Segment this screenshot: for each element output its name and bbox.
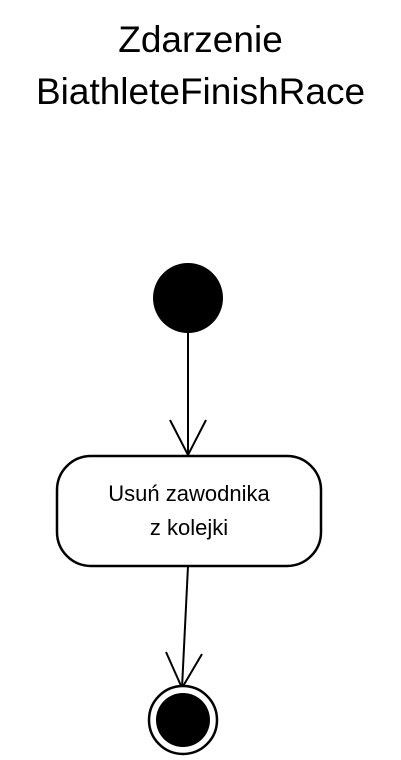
title-line-2: BiathleteFinishRace [35, 71, 366, 112]
action-label: Usuń zawodnika z kolejki [57, 456, 321, 566]
title-line-1: Zdarzenie [118, 19, 283, 60]
action-label-line-2: z kolejki [149, 515, 229, 540]
initial-node [153, 263, 223, 333]
final-node-core [156, 693, 210, 747]
action-label-line-1: Usuń zawodnika [108, 481, 270, 506]
flow-action-to-final [181, 565, 189, 689]
diagram-title: Zdarzenie BiathleteFinishRace [0, 14, 401, 118]
action-node [55, 454, 323, 568]
